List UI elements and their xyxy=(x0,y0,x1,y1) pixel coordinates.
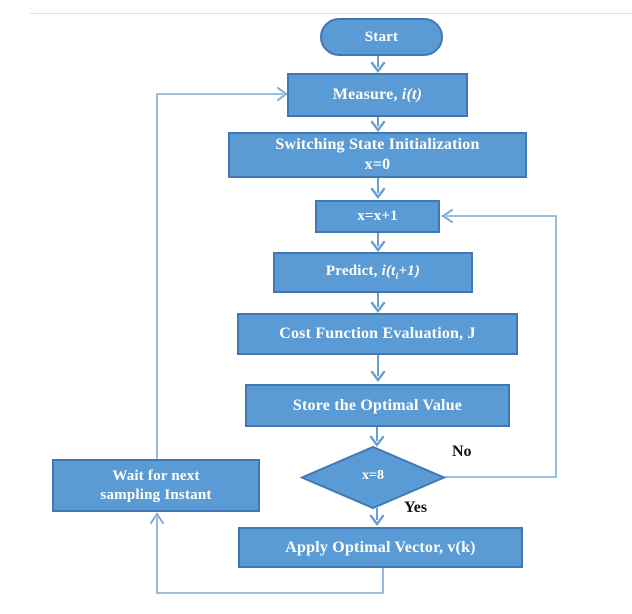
start-label: Start xyxy=(364,28,399,45)
decision-diamond xyxy=(299,445,447,510)
wait-label-line1: Wait for next xyxy=(112,468,200,485)
arrow-heads xyxy=(369,61,386,526)
loop-lines xyxy=(156,93,557,594)
arrowhead-down-icon xyxy=(369,514,385,526)
arrowhead-down-icon xyxy=(370,120,386,132)
init-node: Switching State Initialization x=0 xyxy=(228,132,527,178)
wait-label-line2: sampling Instant xyxy=(100,486,212,503)
cost-label: Cost Function Evaluation, J xyxy=(279,325,476,343)
arrowhead-right-icon xyxy=(277,87,288,101)
arrowhead-up-icon xyxy=(150,512,164,524)
edge-label-yes: Yes xyxy=(404,499,428,516)
init-label-line2: x=0 xyxy=(364,156,391,173)
arrowhead-down-icon xyxy=(370,370,386,382)
arrowhead-down-icon xyxy=(370,61,386,73)
arrowhead-down-icon xyxy=(370,240,386,252)
increment-node: x=x+1 xyxy=(315,200,440,233)
store-node: Store the Optimal Value xyxy=(245,384,510,427)
loop-no-to-increment xyxy=(444,215,557,478)
predict-label: Predict, i(ti+1) xyxy=(325,263,421,283)
loop-apply-to-wait xyxy=(156,517,384,594)
apply-label: Apply Optimal Vector, v(k) xyxy=(285,538,476,556)
measure-math: i(t) xyxy=(401,86,423,104)
start-node: Start xyxy=(320,18,443,56)
loop-arrow-heads xyxy=(150,87,453,524)
loop-wait-to-measure xyxy=(156,93,283,459)
arrowhead-down-icon xyxy=(370,187,386,199)
arrowhead-down-icon xyxy=(369,435,385,447)
measure-node: Measure, i(t) xyxy=(287,73,468,117)
predict-math: i(ti+1) xyxy=(381,263,421,283)
cost-node: Cost Function Evaluation, J xyxy=(237,313,518,355)
predict-node: Predict, i(ti+1) xyxy=(273,252,473,293)
wait-node: Wait for next sampling Instant xyxy=(52,459,260,512)
edge-label-no: No xyxy=(452,443,472,460)
store-label: Store the Optimal Value xyxy=(292,396,463,414)
increment-label: x=x+1 xyxy=(357,208,398,225)
apply-node: Apply Optimal Vector, v(k) xyxy=(238,527,523,568)
arrowhead-left-icon xyxy=(441,209,453,223)
page-rule-line xyxy=(30,13,632,14)
init-label-line1: Switching State Initialization xyxy=(275,136,480,154)
arrow-shafts xyxy=(376,56,379,520)
arrowhead-down-icon xyxy=(370,301,386,313)
measure-label: Measure, i(t) xyxy=(332,86,423,104)
decision-label: x=8 xyxy=(362,468,384,483)
